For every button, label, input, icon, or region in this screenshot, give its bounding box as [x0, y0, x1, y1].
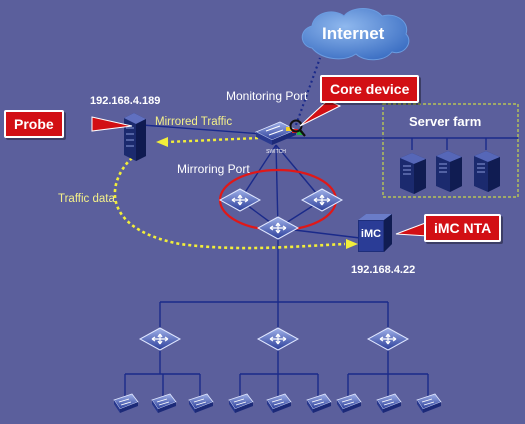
- server-tower: [435, 150, 463, 193]
- ring-router-right: [301, 188, 343, 212]
- core-callout-pointer: [299, 99, 342, 127]
- distribution-router-left: [139, 327, 181, 351]
- mirrored-traffic-arrow: [156, 136, 259, 147]
- monitoring-port-label: Monitoring Port: [226, 89, 308, 103]
- access-switch: [228, 393, 254, 414]
- internet-cloud: [301, 8, 410, 61]
- imc-nta-server: [358, 214, 392, 252]
- ring-router-left: [219, 188, 261, 212]
- magnifier-icon: [286, 119, 306, 137]
- probe-device: [124, 113, 146, 161]
- imc-box-text: iMC: [361, 228, 381, 240]
- traffic-data-label: Traffic data: [58, 193, 115, 205]
- mirrored-traffic-label: Mirrored Traffic: [155, 116, 233, 128]
- probe-callout: Probe: [4, 110, 64, 138]
- access-switch: [266, 393, 292, 414]
- distribution-router-center: [257, 327, 299, 351]
- traffic-data-arrow: [113, 157, 358, 250]
- access-switch: [306, 393, 332, 414]
- access-switch: [113, 393, 139, 414]
- server-farm-box: [382, 103, 519, 198]
- access-switch: [336, 393, 362, 414]
- mirroring-port-label: Mirroring Port: [177, 162, 250, 176]
- access-switch: [416, 393, 442, 414]
- imc-nta-callout: iMC NTA: [424, 214, 502, 242]
- server-tower: [399, 152, 427, 195]
- access-switch: [188, 393, 214, 414]
- nta-ip-label: 192.168.4.22: [351, 264, 416, 276]
- distribution-router-right: [367, 327, 409, 351]
- ring-router-bottom: [257, 216, 299, 240]
- access-switch: [151, 393, 177, 414]
- internet-link: [294, 57, 322, 126]
- internet-label: Internet: [322, 24, 385, 43]
- core-switch: [255, 121, 297, 145]
- server-farm-label: Server farm: [409, 114, 482, 129]
- probe-callout-pointer: [91, 116, 133, 132]
- probe-ip-label: 192.168.4.189: [90, 95, 161, 107]
- switch-text: SWITCH: [266, 149, 286, 155]
- server-tower: [473, 150, 501, 193]
- core-device-callout: Core device: [320, 75, 420, 103]
- access-switch: [376, 393, 402, 414]
